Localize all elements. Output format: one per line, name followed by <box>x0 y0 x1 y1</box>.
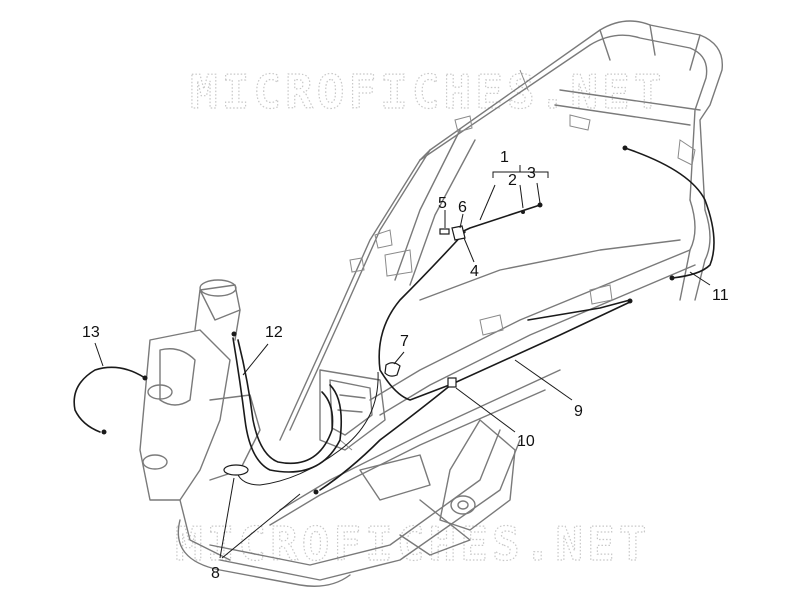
cable-12-end <box>231 331 237 337</box>
callout-13: 13 <box>82 324 100 341</box>
cables <box>73 145 715 495</box>
callout-10: 10 <box>517 433 535 450</box>
callout-11: 11 <box>712 287 729 304</box>
callout-4: 4 <box>470 263 479 280</box>
cable-11-end-2 <box>669 275 675 281</box>
watermark-bottom: MICROFICHES.NET <box>175 517 650 571</box>
callout-5: 5 <box>438 195 447 212</box>
cable-11 <box>624 147 715 279</box>
cable-clip-10 <box>447 377 457 388</box>
clamp-7 <box>384 362 401 377</box>
callout-8: 8 <box>211 565 220 582</box>
cable-end-2 <box>521 210 525 214</box>
callout-12: 12 <box>265 324 283 341</box>
callout-2: 2 <box>508 172 517 189</box>
callout-labels: 1 2 3 4 5 6 7 8 9 10 11 12 13 <box>82 149 729 582</box>
callout-1: 1 <box>500 149 509 166</box>
cable-end-3 <box>537 202 543 208</box>
cable-13 <box>73 366 146 433</box>
callout-7: 7 <box>400 333 409 350</box>
clip-6 <box>451 225 466 241</box>
callout-9: 9 <box>574 403 583 420</box>
callout-6: 6 <box>458 199 467 216</box>
cable-9 <box>451 301 631 385</box>
cable-12-b <box>237 339 334 464</box>
leader-lines <box>94 165 711 559</box>
cable-4-lower <box>235 371 379 486</box>
bolt-5 <box>439 228 450 235</box>
grommet-8 <box>223 464 249 476</box>
seat-release-cable <box>454 204 541 236</box>
cable-4 <box>378 231 466 401</box>
cable-13-end-b <box>101 429 107 435</box>
callout-3: 3 <box>527 165 536 182</box>
cable-9-end <box>627 298 633 304</box>
cable-13-end-a <box>142 375 148 381</box>
cable-12-a <box>232 337 343 473</box>
cable-11-end <box>622 145 628 151</box>
cable-10 <box>319 383 453 491</box>
watermark-top: MICROFICHES.NET <box>190 65 665 119</box>
cable-10-end <box>313 489 319 495</box>
cable-9-branch <box>527 299 631 321</box>
